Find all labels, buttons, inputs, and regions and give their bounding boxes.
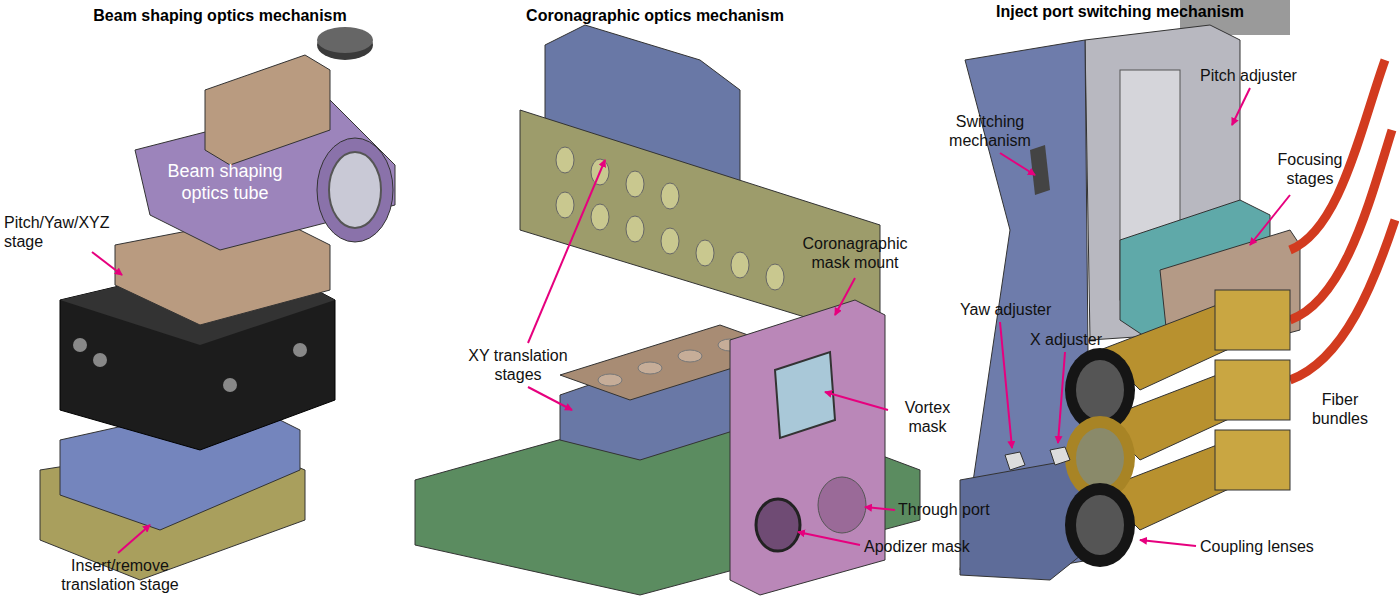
part-label: Apodizer mask bbox=[864, 537, 1004, 556]
part-label: XY translation stages bbox=[458, 346, 578, 384]
beam-shaping-assembly bbox=[40, 27, 395, 580]
leader-lines bbox=[92, 88, 1290, 553]
coronagraphic-assembly bbox=[415, 25, 920, 595]
part-label: Pitch adjuster bbox=[1200, 66, 1330, 85]
part-label: Coronagraphic mask mount bbox=[790, 234, 920, 272]
part-label: Vortex mask bbox=[890, 398, 965, 436]
part-label: X adjuster bbox=[1030, 330, 1140, 349]
part-label: Pitch/Yaw/XYZ stage bbox=[4, 213, 124, 251]
part-label: Through port bbox=[898, 500, 1018, 519]
part-label: Fiber bundles bbox=[1300, 390, 1380, 428]
part-label: Yaw adjuster bbox=[960, 300, 1080, 319]
panel-title: Coronagraphic optics mechanism bbox=[505, 6, 805, 25]
part-label: Coupling lenses bbox=[1200, 537, 1350, 556]
panel-title: Beam shaping optics mechanism bbox=[70, 6, 370, 25]
part-label: Switching mechanism bbox=[940, 112, 1040, 150]
part-label: Insert/remove translation stage bbox=[40, 556, 200, 594]
part-label: Focusing stages bbox=[1260, 150, 1360, 188]
inject-port-assembly bbox=[960, 0, 1395, 580]
part-label: Beam shaping optics tube bbox=[160, 160, 290, 204]
panel-title: Inject port switching mechanism bbox=[970, 2, 1270, 21]
